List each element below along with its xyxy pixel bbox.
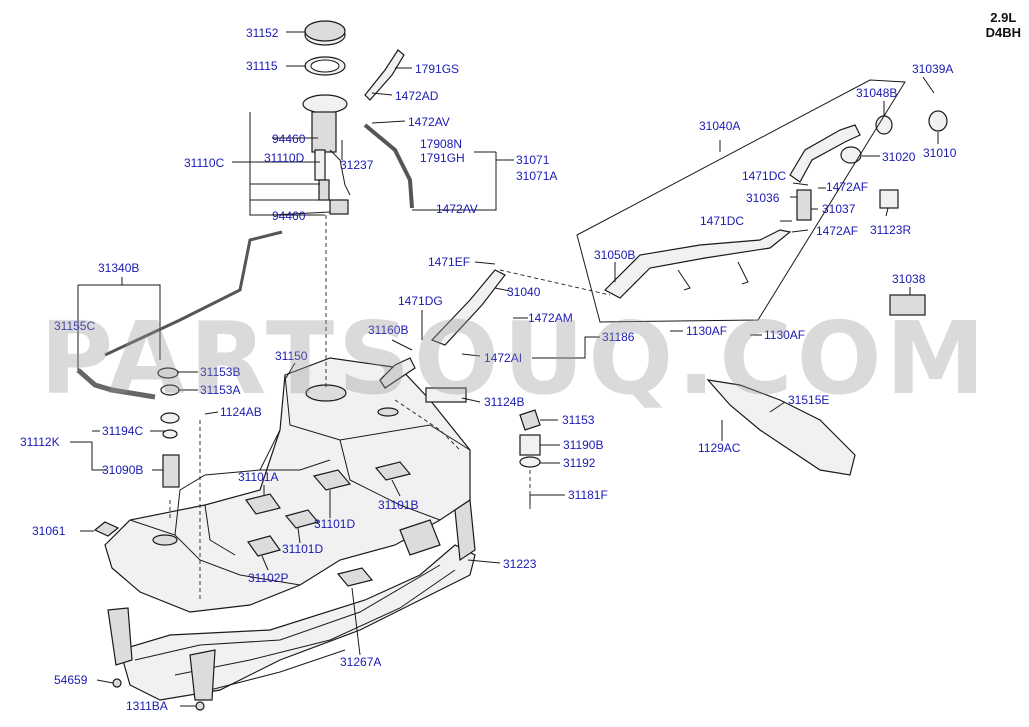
part-label[interactable]: 31115 (246, 59, 278, 73)
part-label[interactable]: 31061 (32, 524, 66, 538)
part-label[interactable]: 31237 (340, 158, 374, 172)
part-label[interactable]: 94460 (272, 209, 306, 223)
part-label[interactable]: 1472AV (436, 202, 478, 216)
part-label[interactable]: 1791GS (415, 62, 459, 76)
part-label[interactable]: 31192 (563, 456, 596, 470)
part-label[interactable]: 31194C (102, 424, 143, 438)
part-label[interactable]: 1472AV (408, 115, 450, 129)
leader-lines (70, 31, 939, 707)
part-label[interactable]: 31036 (746, 191, 780, 205)
part-label[interactable]: 31090B (102, 463, 143, 477)
part-label[interactable]: 31110C (184, 156, 225, 170)
part-label[interactable]: 31010 (923, 146, 957, 160)
part-label[interactable]: 31340B (98, 261, 139, 275)
filler-assembly-box (576, 79, 906, 323)
part-label[interactable]: 31101D (314, 517, 355, 531)
part-label[interactable]: 1472AF (816, 224, 858, 238)
part-label[interactable]: 31101B (378, 498, 418, 512)
part-label[interactable]: 31123R (870, 223, 911, 237)
part-label[interactable]: 31155C (54, 319, 95, 333)
part-label[interactable]: 31186 (602, 330, 635, 344)
part-label[interactable]: 31071 (516, 153, 550, 167)
part-label[interactable]: 31190B (563, 438, 603, 452)
part-label[interactable]: 1130AF (764, 328, 805, 342)
part-label[interactable]: 31102P (248, 571, 288, 585)
part-label[interactable]: 31515E (788, 393, 829, 407)
part-label[interactable]: 31160B (368, 323, 408, 337)
part-label[interactable]: 31101D (282, 542, 323, 556)
part-label[interactable]: 31040 (507, 285, 541, 299)
part-label[interactable]: 31152 (246, 26, 279, 40)
part-label[interactable]: 31037 (822, 202, 856, 216)
pump-assembly (302, 20, 405, 215)
part-label[interactable]: 31038 (892, 272, 926, 286)
part-labels: 31152 31115 1791GS 1472AD 1472AV 94460 1… (20, 26, 957, 713)
part-label[interactable]: 31101A (238, 470, 278, 484)
part-label[interactable]: 1471DC (700, 214, 744, 228)
tank-labels (244, 461, 412, 587)
part-label[interactable]: 1471DC (742, 169, 786, 183)
part-label[interactable]: 1311BA (126, 699, 168, 713)
part-label[interactable]: 31039A (912, 62, 953, 76)
part-label[interactable]: 31150 (275, 349, 308, 363)
part-label[interactable]: 1472AM (528, 311, 573, 325)
part-label[interactable]: 31153B (200, 365, 240, 379)
part-label[interactable]: 31040A (699, 119, 740, 133)
engine-displacement: 2.9L (990, 10, 1017, 25)
part-label[interactable]: 31020 (882, 150, 916, 164)
part-label[interactable]: 1130AF (686, 324, 727, 338)
vapor-hoses (76, 123, 414, 400)
part-label[interactable]: 1129AC (698, 441, 741, 455)
part-label[interactable]: 94460 (272, 132, 306, 146)
engine-code: 2.9L D4BH (986, 10, 1021, 40)
part-label[interactable]: 1791GH (420, 151, 465, 165)
part-label[interactable]: 1472AI (484, 351, 522, 365)
part-label[interactable]: 31153 (562, 413, 595, 427)
part-label[interactable]: 31153A (200, 383, 240, 397)
part-label[interactable]: 31110D (264, 151, 305, 165)
part-label[interactable]: 1471DG (398, 294, 443, 308)
part-label[interactable]: 31181F (568, 488, 608, 502)
fuel-tank (104, 357, 471, 613)
part-label[interactable]: 31112K (20, 435, 60, 449)
part-label[interactable]: 1471EF (428, 255, 470, 269)
part-label[interactable]: 31071A (516, 169, 557, 183)
part-label[interactable]: 31267A (340, 655, 381, 669)
part-label[interactable]: 17908N (420, 137, 462, 151)
part-label[interactable]: 31124B (484, 395, 524, 409)
filler-neck (379, 110, 948, 476)
guide-lines (169, 215, 611, 600)
part-label[interactable]: 1472AF (826, 180, 868, 194)
engine-model: D4BH (985, 25, 1021, 40)
part-label[interactable]: 31050B (594, 248, 635, 262)
part-label[interactable]: 31223 (503, 557, 537, 571)
part-label[interactable]: 31048B (856, 86, 897, 100)
part-label[interactable]: 54659 (54, 673, 88, 687)
part-label[interactable]: 1124AB (220, 405, 262, 419)
tank-guard (107, 498, 476, 701)
part-label[interactable]: 1472AD (395, 89, 439, 103)
